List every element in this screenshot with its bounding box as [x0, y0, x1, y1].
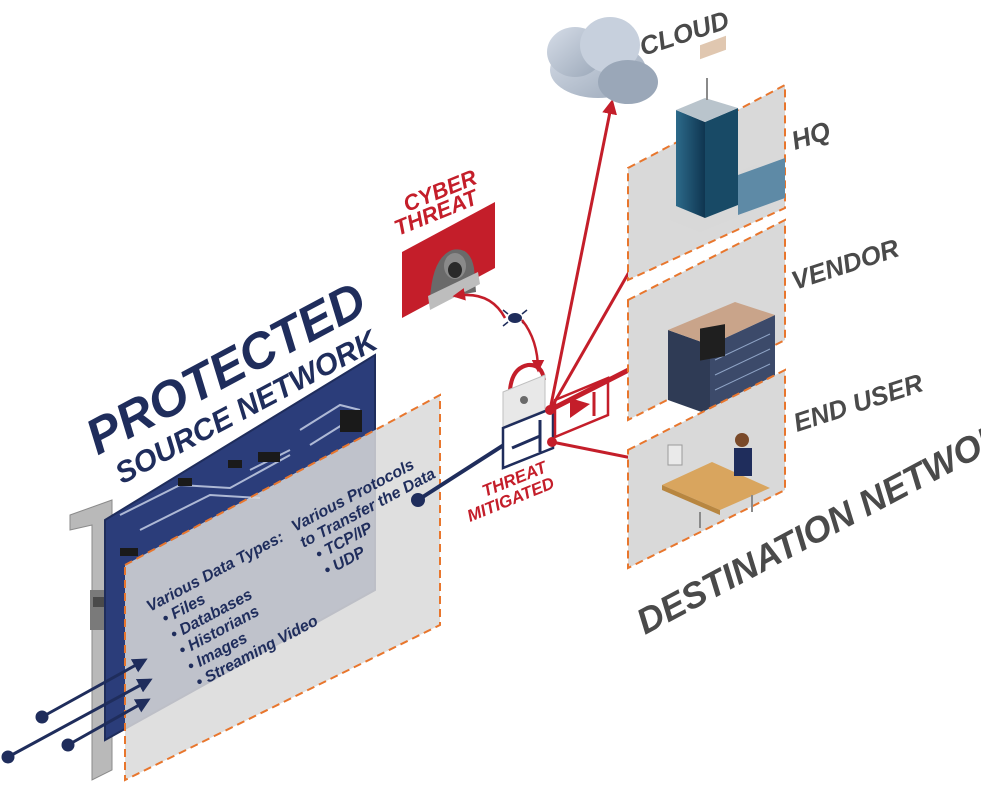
pci-bracket: [69, 499, 113, 781]
threat-path: [452, 288, 507, 319]
hq-label: HQ: [788, 115, 834, 156]
incoming-data-arrows: [1, 658, 153, 764]
source-data-panel: [124, 393, 441, 782]
hq-building-icon: [670, 78, 785, 232]
end-user-label: END USER: [790, 368, 927, 438]
lock-icon: [502, 362, 546, 428]
hq-destination: HQ: [627, 78, 834, 282]
cloud-label: CLOUD: [636, 5, 733, 62]
source-network: PROTECTED SOURCE NETWORK Various Data Ty…: [1, 271, 539, 782]
board-chips: [120, 410, 362, 556]
cloud-icon: [547, 17, 658, 104]
desk-workstation-icon: [662, 324, 770, 528]
vendor-label: VENDOR: [788, 233, 903, 296]
vendor-building-icon: [668, 35, 775, 415]
cyber-threat: CYBER THREAT: [391, 165, 545, 373]
